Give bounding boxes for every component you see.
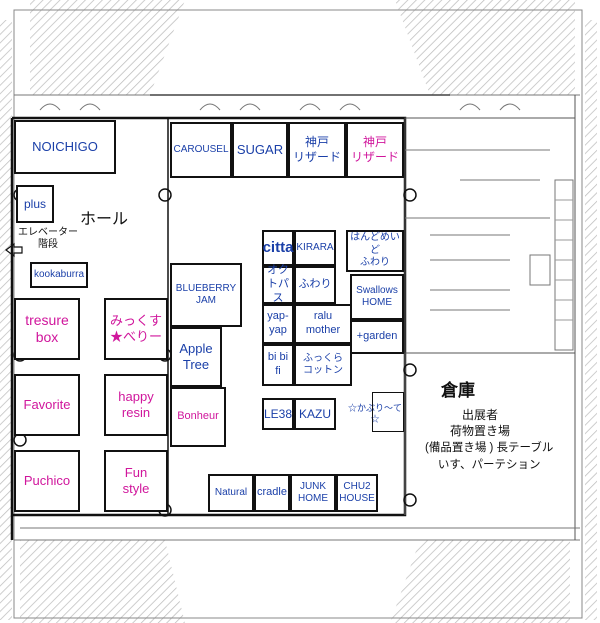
booth-junk-home[interactable]: JUNK HOME bbox=[290, 474, 336, 512]
hatch-bottom-left bbox=[20, 540, 185, 623]
booth-blueberry-jam[interactable]: BLUEBERRY JAM bbox=[170, 263, 242, 327]
storage-label: 倉庫 bbox=[441, 381, 475, 400]
booth-cradle[interactable]: cradle bbox=[254, 474, 290, 512]
booth-kaburite[interactable]: ☆かぶり～て☆ bbox=[346, 398, 404, 430]
booth-ralu-mother[interactable]: ralu mother bbox=[294, 304, 352, 344]
booth-handmade-fuwari[interactable]: はんどめいど ふわり bbox=[346, 230, 404, 272]
booth-plus-garden[interactable]: +garden bbox=[350, 320, 404, 354]
hatch-bottom-right bbox=[390, 540, 570, 623]
booth-citta[interactable]: citta bbox=[262, 230, 294, 266]
booth-favorite[interactable]: Favorite bbox=[14, 374, 80, 436]
booth-kookaburra[interactable]: kookaburra bbox=[30, 262, 88, 288]
booth-carousel[interactable]: CAROUSEL bbox=[170, 122, 232, 178]
elevator-arrow-icon bbox=[5, 242, 23, 258]
hatch-right-strip bbox=[585, 20, 597, 620]
booth-yap-yap[interactable]: yap- yap bbox=[262, 304, 294, 344]
booth-puchico[interactable]: Puchico bbox=[14, 450, 80, 512]
booth-natural[interactable]: Natural bbox=[208, 474, 254, 512]
booth-happy-resin[interactable]: happy resin bbox=[104, 374, 168, 436]
hatch-top-left bbox=[30, 0, 185, 95]
booth-noichigo[interactable]: NOICHIGO bbox=[14, 120, 116, 174]
hall-label: ホール bbox=[80, 211, 129, 228]
booth-bi-bi-fi[interactable]: bi bi fi bbox=[262, 344, 294, 386]
booth-sugar[interactable]: SUGAR bbox=[232, 122, 288, 178]
booth-kaburite-outline bbox=[372, 392, 404, 432]
hatch-left-strip bbox=[0, 20, 12, 620]
equipment-storage-label: (備品置き場 ) 長テーブル いす、パーテション bbox=[425, 442, 554, 472]
booth-apple-tree[interactable]: Apple Tree bbox=[170, 327, 222, 387]
booth-tresure-box[interactable]: tresure box bbox=[14, 298, 80, 360]
booth-kazu[interactable]: KAZU bbox=[294, 398, 336, 430]
hatch-top-right bbox=[395, 0, 575, 95]
booth-le38[interactable]: LE38 bbox=[262, 398, 294, 430]
booth-chu2-house[interactable]: CHU2 HOUSE bbox=[336, 474, 378, 512]
booth-fuwari[interactable]: ふわり bbox=[294, 266, 336, 304]
booth-kobe-lizard-1[interactable]: 神戸 リザード bbox=[288, 122, 346, 178]
booth-fukkura-cotton[interactable]: ふっくら コットン bbox=[294, 344, 352, 386]
booth-fun-style[interactable]: Fun style bbox=[104, 450, 168, 512]
exhibitor-luggage-label: 出展者 荷物置き場 bbox=[450, 408, 511, 438]
booth-kobe-lizard-2[interactable]: 神戸 リザード bbox=[346, 122, 404, 178]
booth-kirara[interactable]: KIRARA bbox=[294, 230, 336, 266]
elevator-stairs-label: エレベーター 階段 bbox=[18, 227, 78, 250]
booth-bonheur[interactable]: Bonheur bbox=[170, 387, 226, 447]
booth-swallows-home[interactable]: Swallows HOME bbox=[350, 274, 404, 320]
booth-mix-berry[interactable]: みっくす ★べりー bbox=[104, 298, 168, 360]
booth-plus[interactable]: plus bbox=[16, 185, 54, 223]
booth-octopus[interactable]: オクトパス bbox=[262, 264, 294, 304]
